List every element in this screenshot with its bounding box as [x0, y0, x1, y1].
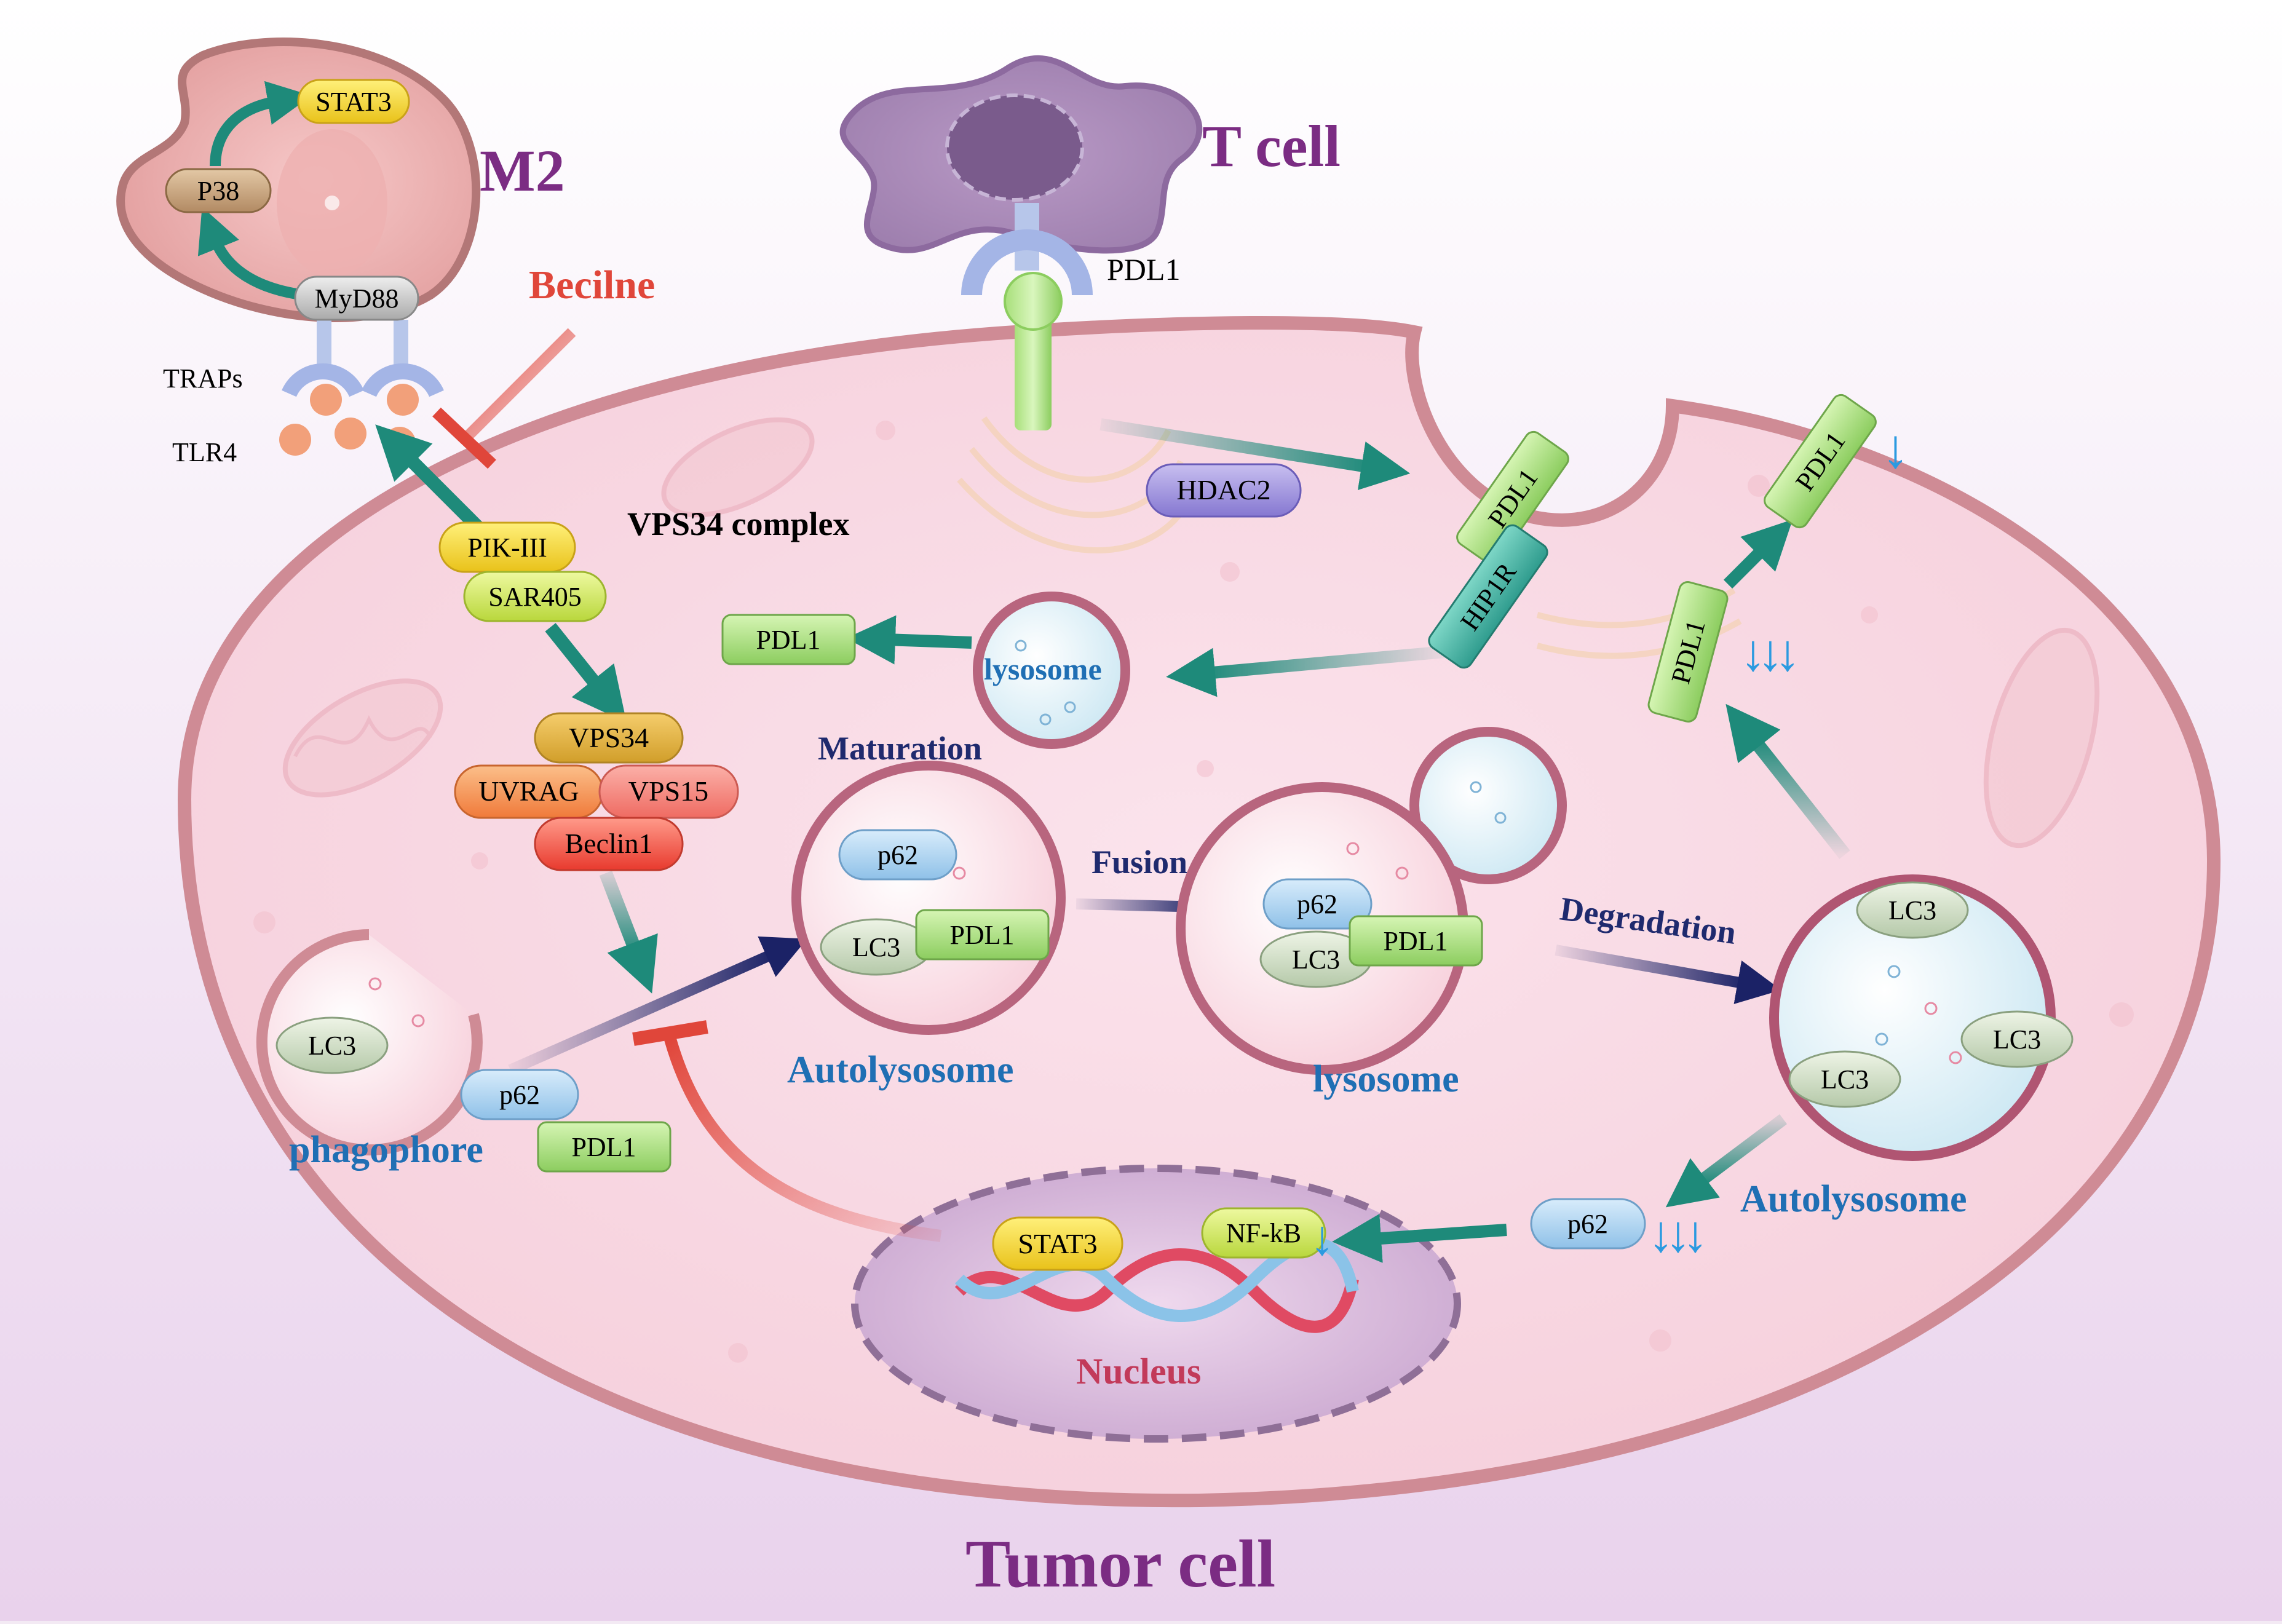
- arrow-myd88-p38: [197, 207, 306, 301]
- p62-auto-pill: p62: [838, 829, 957, 881]
- svg-text:STAT3: STAT3: [315, 87, 392, 117]
- t-cell-title: T cell: [1202, 113, 1341, 179]
- arrow-sar405-to-vps34: [545, 623, 627, 723]
- stat3-nuc-pill: STAT3: [992, 1216, 1123, 1271]
- nucleus-inhibit-bar: [632, 1020, 708, 1046]
- maturation-label: Maturation: [818, 730, 982, 767]
- lysosome-top-label: lysosome: [984, 652, 1102, 686]
- t-cell: [839, 55, 1203, 254]
- autolysosome-right-label: Autolysosome: [1740, 1178, 1967, 1220]
- nucleus-inhibit-curve: [664, 1037, 942, 1242]
- pdl1-auto-pill: PDL1: [915, 909, 1050, 961]
- svg-text:VPS15: VPS15: [628, 775, 708, 807]
- pik3-pill: PIK-III: [438, 521, 576, 573]
- svg-text:p62: p62: [878, 840, 918, 870]
- pdl1-down-indicator-single: ↓: [1882, 419, 1909, 480]
- pdl1-lyso-pill: PDL1: [1349, 915, 1483, 967]
- svg-text:Beclin1: Beclin1: [565, 828, 652, 859]
- svg-text:p62: p62: [499, 1080, 540, 1110]
- pdl1-receptor-label: PDL1: [1107, 252, 1180, 287]
- svg-text:HDAC2: HDAC2: [1176, 474, 1270, 505]
- traps-label: TRAPs: [163, 363, 243, 394]
- arrow-phagophore-to-autolysosome: [508, 936, 807, 1075]
- arrow-membrane-to-hip1r: [1099, 418, 1411, 490]
- pdl1-down-indicator-triple: ↓↓↓: [1740, 625, 1794, 682]
- sar405-pill: SAR405: [463, 571, 607, 622]
- svg-text:LC3: LC3: [308, 1031, 356, 1061]
- tumor-cell-title: Tumor cell: [965, 1526, 1275, 1601]
- m2-title: M2: [480, 138, 565, 204]
- pdl1-left-pill: PDL1: [721, 614, 856, 665]
- autolysosome-left-label: Autolysosome: [787, 1049, 1014, 1091]
- phagophore-label: phagophore: [289, 1129, 483, 1171]
- nucleus: [851, 1165, 1461, 1443]
- stat3-m2-pill: STAT3: [297, 79, 410, 124]
- lc3-a-pill: LC3: [1856, 881, 1969, 939]
- autolysosome-left: [791, 761, 1066, 1035]
- svg-text:LC3: LC3: [1888, 895, 1936, 925]
- svg-text:NF-kB: NF-kB: [1226, 1218, 1301, 1248]
- vps34-pill: VPS34: [534, 712, 684, 764]
- arrow-beclin1-down: [599, 871, 658, 994]
- svg-text:UVRAG: UVRAG: [478, 775, 579, 807]
- svg-text:STAT3: STAT3: [1018, 1228, 1097, 1259]
- nfkb-pill: NF-kB: [1201, 1207, 1326, 1259]
- myd88-pill: MyD88: [294, 275, 419, 321]
- fusion-label: Fusion: [1091, 844, 1187, 881]
- p62-free-pill: p62: [1530, 1198, 1646, 1250]
- svg-text:MyD88: MyD88: [315, 283, 399, 314]
- svg-text:PDL1: PDL1: [1383, 926, 1448, 956]
- mitochondria-decor: [253, 416, 2134, 1363]
- svg-text:VPS34: VPS34: [569, 722, 649, 753]
- svg-text:LC3: LC3: [1821, 1064, 1869, 1095]
- pdl1-receptor: [961, 203, 1093, 430]
- vps15-pill: VPS15: [598, 764, 739, 819]
- svg-text:P38: P38: [197, 176, 239, 206]
- svg-text:SAR405: SAR405: [488, 582, 582, 612]
- arrow-autolysosome-to-pdl1: [1725, 703, 1850, 859]
- arrow-autolysosome-to-p62: [1665, 1114, 1787, 1208]
- p62-lyso-pill: p62: [1262, 878, 1373, 930]
- arrow-pdl1-up: [1723, 519, 1793, 589]
- p38-pill: P38: [165, 168, 272, 213]
- p62-down-indicator-triple: ↓↓↓: [1648, 1206, 1702, 1263]
- svg-text:PDL1: PDL1: [571, 1132, 636, 1162]
- arrow-degradation: [1555, 945, 1781, 1004]
- svg-text:p62: p62: [1297, 889, 1337, 919]
- lc3-lyso-pill: LC3: [1259, 930, 1373, 988]
- vps34-complex-label: VPS34 complex: [627, 505, 849, 542]
- lysosome-top: [973, 592, 1130, 749]
- pdl1-down-pill: PDL1: [1647, 581, 1729, 723]
- svg-text:p62: p62: [1567, 1209, 1608, 1239]
- arrow-lysosome-to-pdl1: [846, 615, 972, 665]
- lc3-b-pill: LC3: [1960, 1010, 2074, 1068]
- arrow-p62-to-nucleus: [1332, 1214, 1507, 1263]
- uvrag-pill: UVRAG: [454, 764, 604, 819]
- hdac2-pill: HDAC2: [1146, 463, 1302, 518]
- nucleus-label: Nucleus: [1076, 1351, 1201, 1392]
- svg-text:PDL1: PDL1: [949, 920, 1014, 950]
- becilne-inhibit-line: [463, 328, 576, 441]
- lc3-phago-pill: LC3: [275, 1016, 389, 1074]
- lc3-c-pill: LC3: [1788, 1050, 1901, 1108]
- nfkb-down-indicator: ↓: [1310, 1211, 1334, 1266]
- svg-text:PIK-III: PIK-III: [467, 533, 547, 563]
- arrow-hip1r-to-lysosome: [1166, 646, 1446, 697]
- becilne-inhibit-bar: [432, 407, 496, 469]
- svg-text:LC3: LC3: [852, 932, 900, 962]
- lc3-auto-pill: LC3: [820, 918, 933, 976]
- becilne-label: Becilne: [529, 263, 655, 307]
- svg-text:PDL1: PDL1: [756, 625, 820, 655]
- tlr4-label: TLR4: [172, 437, 237, 467]
- pdl1-phago-pill: PDL1: [537, 1121, 672, 1173]
- lysosome-mid-label: lysosome: [1313, 1058, 1459, 1100]
- p62-phago-pill: p62: [460, 1069, 579, 1120]
- arrow-p38-stat3: [210, 81, 312, 167]
- svg-text:LC3: LC3: [1292, 945, 1340, 975]
- svg-text:LC3: LC3: [1993, 1024, 2041, 1055]
- beclin1-pill: Beclin1: [534, 817, 684, 871]
